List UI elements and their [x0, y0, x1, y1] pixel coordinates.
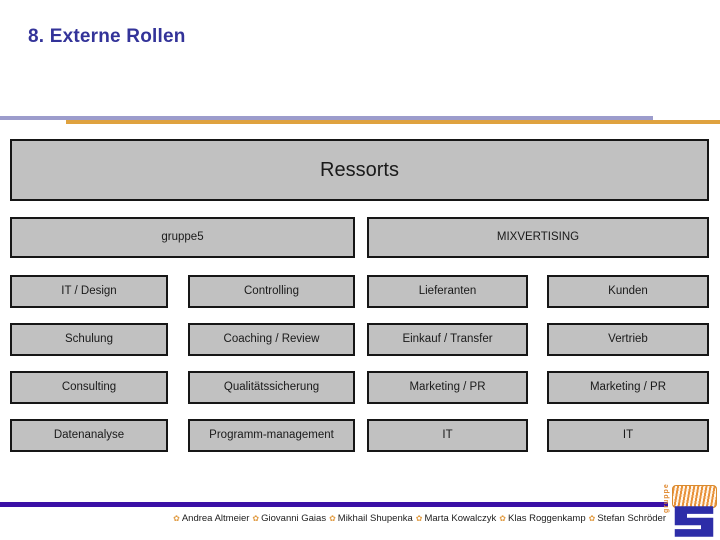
ressorts-banner: Ressorts	[10, 139, 709, 201]
gruppe5-logo: gruppe	[663, 483, 718, 538]
role-box: Marketing / PR	[367, 371, 528, 404]
footer-bullet-icon: ✿	[173, 513, 180, 523]
author-name: Klas Roggenkamp	[508, 512, 586, 524]
role-box: Kunden	[547, 275, 709, 308]
group-box-mixvertising: MIXVERTISING	[367, 217, 709, 258]
author-name: Mikhail Shupenka	[337, 512, 413, 524]
role-box: Consulting	[10, 371, 168, 404]
footer-rule	[0, 502, 668, 507]
slide-title: 8. Externe Rollen	[28, 26, 186, 47]
logo-five-icon	[674, 506, 714, 537]
role-box: Einkauf / Transfer	[367, 323, 528, 356]
footer-bullet-icon: ✿	[499, 513, 506, 523]
author-item: ✿ Giovanni Gaias	[249, 513, 326, 524]
footer-bullet-icon: ✿	[588, 513, 596, 523]
author-item: ✿ Mikhail Shupenka	[326, 513, 413, 524]
role-box: Vertrieb	[547, 323, 709, 356]
role-box: Qualitätssicherung	[188, 371, 355, 404]
author-name: Stefan Schröder	[597, 512, 666, 524]
author-name: Giovanni Gaias	[261, 512, 327, 524]
author-item: ✿ Klas Roggenkamp	[496, 513, 585, 524]
role-box: Coaching / Review	[188, 323, 355, 356]
role-box: Programm-management	[188, 419, 355, 452]
header-rule-orange	[66, 120, 720, 124]
group-box-gruppe5: gruppe5	[10, 217, 355, 258]
footer-bullet-icon: ✿	[329, 513, 336, 523]
logo-word: gruppe	[663, 483, 670, 513]
role-box: Lieferanten	[367, 275, 528, 308]
role-box: Schulung	[10, 323, 168, 356]
role-box: IT / Design	[10, 275, 168, 308]
footer-bullet-icon: ✿	[252, 513, 260, 523]
author-name: Marta Kowalczyk	[424, 512, 497, 524]
role-box: Datenanalyse	[10, 419, 168, 452]
role-box: IT	[547, 419, 709, 452]
author-item: ✿ Stefan Schröder	[586, 513, 666, 524]
author-name: Andrea Altmeier	[181, 512, 250, 524]
author-item: ✿ Andrea Altmeier	[170, 513, 249, 524]
role-box: IT	[367, 419, 528, 452]
header-rule-lavender	[0, 116, 653, 120]
role-box: Controlling	[188, 275, 355, 308]
author-item: ✿ Marta Kowalczyk	[413, 513, 497, 524]
footer-bullet-icon: ✿	[415, 513, 423, 523]
role-box: Marketing / PR	[547, 371, 709, 404]
footer-authors: ✿ Andrea Altmeier ✿ Giovanni Gaias ✿ Mik…	[100, 510, 666, 526]
